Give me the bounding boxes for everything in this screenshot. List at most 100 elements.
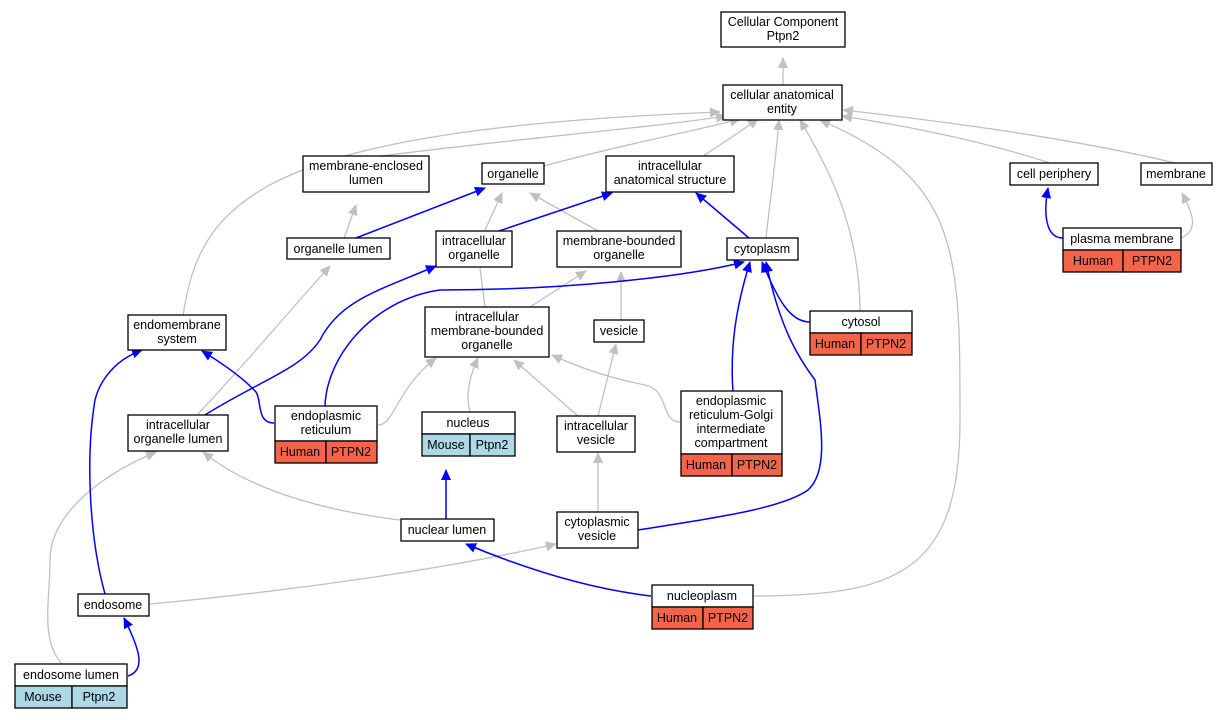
edge-mel-to-cae: [365, 112, 727, 159]
edge-orglumen-to-organelle: [355, 186, 486, 239]
edge-cv-to-cytoplasm: [637, 261, 823, 531]
node-label-line: Cellular Component: [728, 15, 839, 29]
node-organelle[interactable]: organelle: [481, 162, 545, 185]
node-cell-periphery[interactable]: cell periphery: [1009, 162, 1099, 186]
gene-label: PTPN2: [708, 611, 748, 625]
edges-is-a: [47, 57, 1194, 665]
edge-iol-to-orglumen: [197, 265, 331, 415]
node-label-line: intermediate: [697, 422, 766, 436]
node-label-line: vesicle: [577, 433, 615, 447]
node-label-line: cellular anatomical: [730, 88, 834, 102]
node-plasma-membrane[interactable]: plasma membrane Human PTPN2: [1062, 227, 1182, 273]
node-nucleus[interactable]: nucleus Mouse Ptpn2: [421, 411, 516, 457]
edge-nucleoplasm-to-nuclumen: [465, 543, 652, 597]
node-label-line: endosome lumen: [23, 668, 119, 682]
node-label-line: endomembrane: [133, 318, 221, 332]
gene-cell: [71, 685, 128, 709]
gene-label: Ptpn2: [476, 438, 509, 452]
edge-plasma-to-cellperiphery: [1041, 187, 1064, 239]
gene-label: PTPN2: [737, 458, 777, 472]
node-label-line: plasma membrane: [1070, 232, 1174, 246]
node-label-line: vesicle: [578, 529, 616, 543]
edge-er-to-endomembrane: [201, 350, 275, 424]
svg-text:cytosol: cytosol: [842, 315, 881, 329]
edge-cytosol-to-cytoplasm: [761, 261, 811, 323]
node-label-line: system: [157, 332, 197, 346]
edge-iv-to-vesicle: [597, 343, 619, 417]
edge-el-to-iol: [47, 451, 157, 665]
node-label-line: membrane-bounded: [431, 324, 544, 338]
node-label-line: lumen: [349, 173, 383, 187]
edge-plasma-to-membrane: [1180, 192, 1194, 239]
node-endosome-lumen[interactable]: endosome lumen Mouse Ptpn2: [14, 663, 128, 709]
node-label-line: membrane: [1146, 167, 1206, 181]
gene-label: PTPN2: [1132, 254, 1172, 268]
node-label-line: cell periphery: [1017, 167, 1092, 181]
node-label-line: intracellular: [146, 418, 210, 432]
node-label-line: intracellular: [442, 234, 506, 248]
node-label-line: vesicle: [600, 324, 638, 338]
node-vesicle[interactable]: vesicle: [593, 319, 645, 343]
svg-text:cell periphery: cell periphery: [1017, 167, 1092, 181]
node-organelle-lumen[interactable]: organelle lumen: [286, 237, 391, 260]
node-label-line: organelle lumen: [134, 432, 223, 446]
edge-cytoplasm-to-cae: [765, 119, 784, 239]
edge-ias-to-cae: [699, 118, 759, 159]
node-cytosol[interactable]: cytosol Human PTPN2: [809, 310, 913, 356]
edge-nuclumen-to-iol: [202, 451, 401, 521]
node-endosome[interactable]: endosome: [77, 593, 150, 617]
node-cytoplasm[interactable]: cytoplasm: [726, 237, 799, 261]
node-label-line: intracellular: [455, 310, 519, 324]
node-nucleoplasm[interactable]: nucleoplasm Human PTPN2: [651, 584, 754, 630]
node-membrane[interactable]: membrane: [1140, 162, 1213, 186]
node-label-line: organelle: [461, 338, 512, 352]
gene-cell: [469, 433, 516, 457]
edge-membrane-to-cae: [842, 106, 1176, 164]
species-label: Human: [280, 445, 320, 459]
species-label: Human: [1073, 254, 1113, 268]
species-label: Mouse: [24, 690, 62, 704]
node-nuclear-lumen[interactable]: nuclear lumen: [400, 518, 495, 542]
species-label: Human: [815, 337, 855, 351]
edge-imbo-to-mbo: [529, 270, 587, 308]
edge-cytosol-to-cae: [799, 119, 861, 313]
svg-text:cytoplasm: cytoplasm: [734, 242, 790, 256]
species-label: Mouse: [427, 438, 465, 452]
node-label-line: cytosol: [842, 315, 881, 329]
node-label-line: nucleoplasm: [667, 589, 737, 603]
node-label-line: organelle: [487, 167, 538, 181]
edge-cytoplasm-to-ias: [695, 192, 750, 239]
svg-text:organelle: organelle: [487, 167, 538, 181]
edge-organelle-to-cae: [543, 116, 741, 167]
edge-el-to-endosome: [123, 617, 140, 677]
gene-cell: [1122, 249, 1182, 273]
svg-text:plasma membrane: plasma membrane: [1070, 232, 1174, 246]
node-label-line: organelle: [593, 248, 644, 262]
edge-mbo-to-organelle: [529, 192, 601, 233]
edge-intorg-to-organelle: [484, 192, 503, 231]
node-label-line: nucleus: [446, 416, 489, 430]
edge-nucleoplasm-to-cae: [752, 119, 961, 597]
node-label-line: cytoplasm: [734, 242, 790, 256]
node-label-line: intracellular: [564, 419, 628, 433]
gene-label: Ptpn2: [83, 690, 116, 704]
species-label: Human: [686, 458, 726, 472]
